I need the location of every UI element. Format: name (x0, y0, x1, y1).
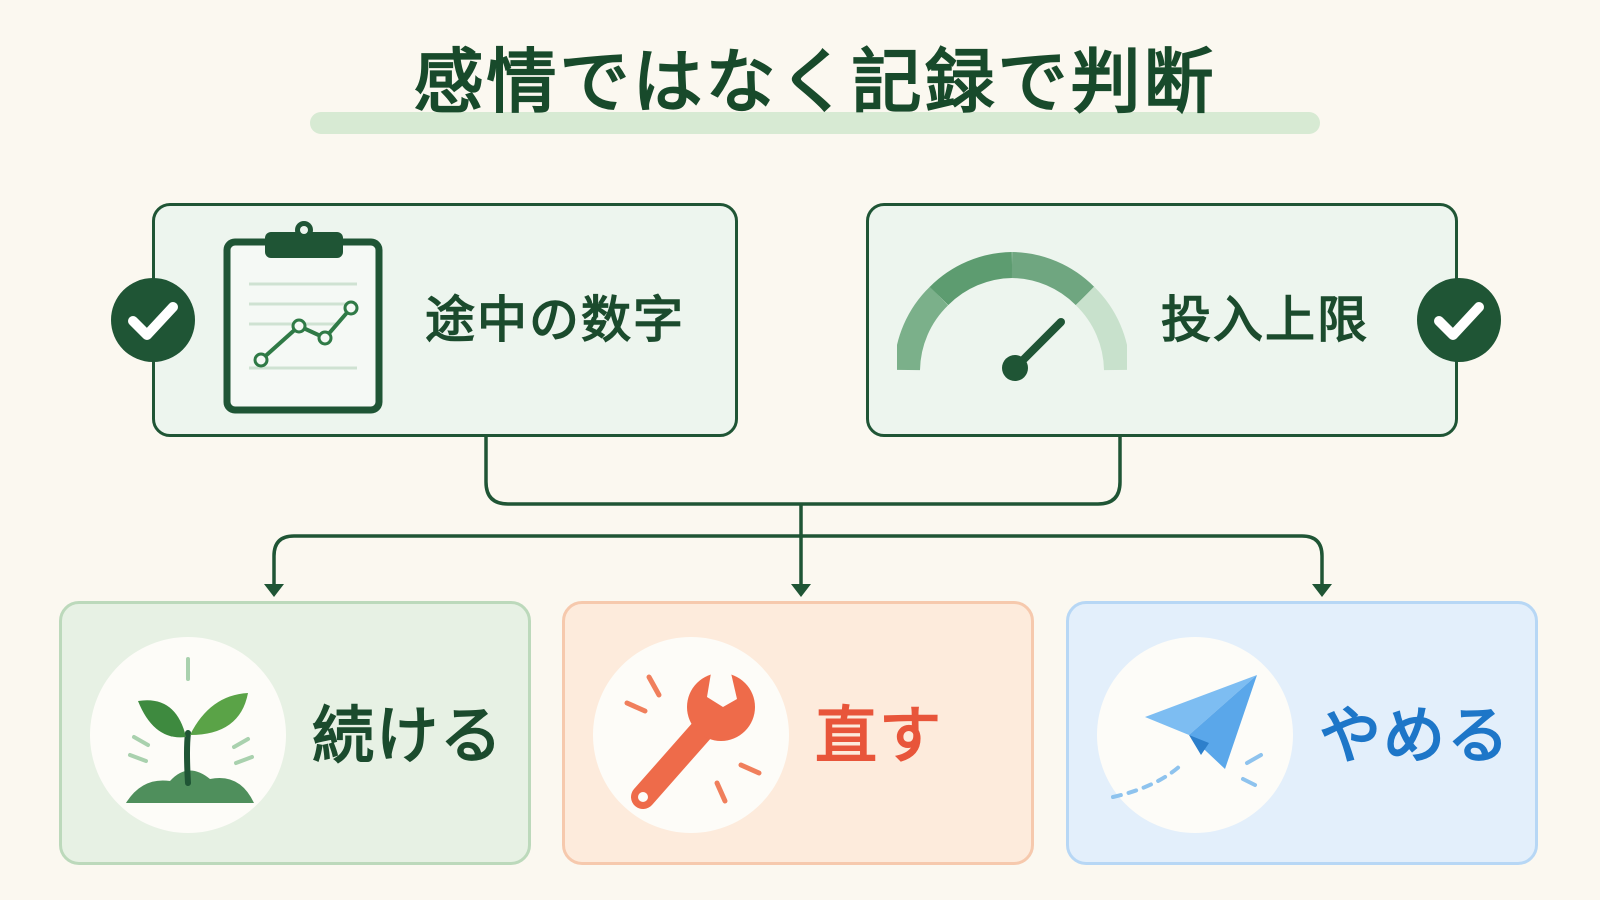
outcome-label-quit: やめる (1319, 699, 1512, 772)
page-title: 感情ではなく記録で判断 (413, 41, 1217, 123)
outcome-box-fix: 直す (562, 601, 1034, 865)
paper-plane-icon (1111, 675, 1263, 799)
check-circle-icon (111, 278, 195, 362)
outcome-box-quit: やめる (1066, 601, 1538, 865)
arrow-continue (264, 584, 284, 597)
input-label-input-limit: 投入上限 (1161, 291, 1369, 349)
title-area: 感情ではなく記録で判断 (300, 28, 1330, 148)
input-box-input-limit: 投入上限 (866, 203, 1458, 437)
check-circle-icon (1417, 278, 1501, 362)
merge-connector (484, 437, 1122, 506)
clipboard-chart-icon (223, 221, 383, 414)
input-label-progress-numbers: 途中の数字 (425, 291, 685, 349)
title-underline (310, 112, 1320, 134)
branch-connector (272, 534, 1324, 590)
gauge-icon (897, 252, 1127, 381)
sprout-icon (126, 657, 254, 803)
arrow-quit (1312, 584, 1332, 597)
input-box-progress-numbers: 途中の数字 (152, 203, 738, 437)
arrow-fix (791, 584, 811, 597)
outcome-label-continue: 続ける (312, 699, 505, 772)
wrench-icon (624, 673, 762, 809)
outcome-label-fix: 直す (815, 699, 944, 772)
outcome-box-continue: 続ける (59, 601, 531, 865)
